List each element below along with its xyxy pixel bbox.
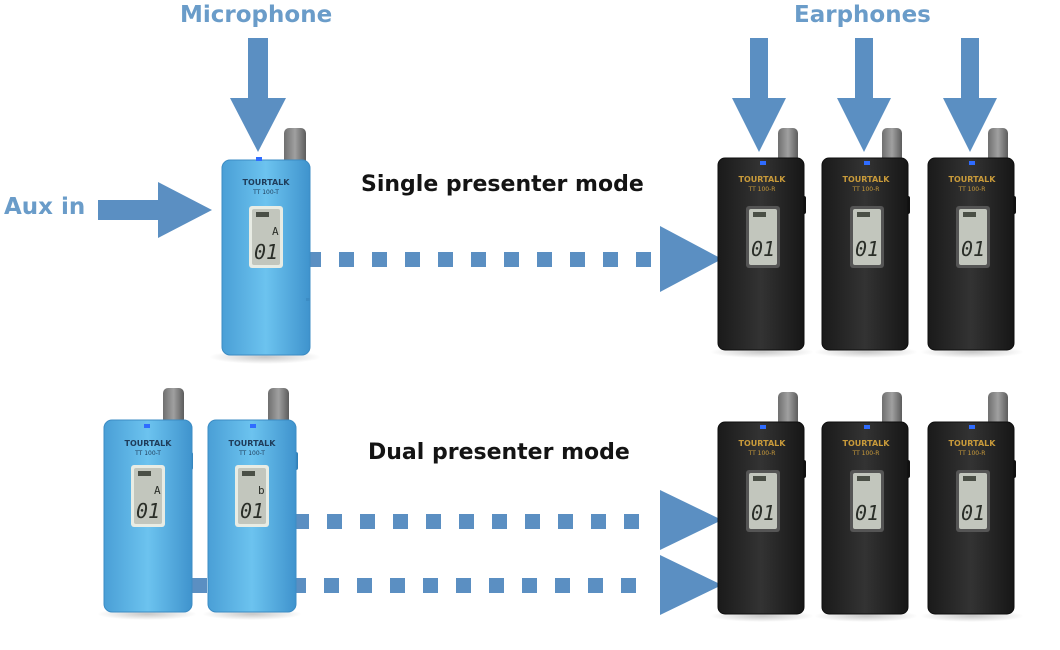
earphones-label: Earphones [794, 2, 931, 28]
device-model: TT 100-R [852, 450, 880, 457]
receiver-single-2: TOURTALK TT 100-R 01 [814, 128, 918, 358]
aux-in-arrow [98, 182, 212, 238]
lcd-channel: 01 [855, 237, 879, 261]
device-brand: TOURTALK [739, 439, 787, 448]
battery-icon [963, 476, 976, 481]
device-model: TT 100-R [958, 186, 986, 193]
device-antenna [163, 388, 184, 424]
transmitter-dual-b: TOURTALK TT 100-T b 01 [202, 388, 302, 620]
lcd-letter: b [258, 484, 265, 497]
battery-icon [857, 476, 870, 481]
lcd-channel: 01 [961, 237, 985, 261]
device-antenna [778, 128, 798, 166]
receiver-dual-3: TOURTALK TT 100-R 01 [920, 392, 1024, 622]
device-model: TT 100-T [252, 189, 279, 196]
status-led [256, 157, 262, 161]
device-antenna [882, 128, 902, 166]
status-led [969, 161, 975, 165]
battery-icon [256, 212, 269, 217]
transmitter-single: TOURTALK TT 100-T A 01 [209, 128, 321, 364]
lcd-channel: 01 [751, 501, 775, 525]
lcd-channel: 01 [254, 240, 278, 264]
device-brand: TOURTALK [843, 175, 891, 184]
lcd-screen [252, 209, 280, 265]
status-led [969, 425, 975, 429]
lcd-channel: 01 [855, 501, 879, 525]
lcd-screen [959, 209, 987, 265]
battery-icon [753, 212, 766, 217]
battery-icon [242, 471, 255, 476]
lcd-channel: 01 [961, 501, 985, 525]
lcd-screen [749, 473, 777, 529]
battery-icon [753, 476, 766, 481]
status-led [760, 161, 766, 165]
earphones-arrow-2 [837, 38, 891, 152]
device-notch [306, 298, 310, 301]
signal-arrow-dual-upper [294, 490, 722, 550]
device-brand: TOURTALK [739, 175, 787, 184]
aux-in-label: Aux in [4, 194, 86, 220]
device-brand: TOURTALK [243, 178, 291, 187]
single-presenter-mode-label: Single presenter mode [361, 172, 644, 197]
device-model: TT 100-T [238, 450, 265, 457]
device-model: TT 100-R [958, 450, 986, 457]
lcd-channel: 01 [240, 499, 264, 523]
status-led [144, 424, 150, 428]
device-brand: TOURTALK [843, 439, 891, 448]
receiver-single-3: TOURTALK TT 100-R 01 [920, 128, 1024, 358]
receiver-dual-2: TOURTALK TT 100-R 01 [814, 392, 918, 622]
earphones-arrow-1 [732, 38, 786, 152]
device-brand: TOURTALK [949, 175, 997, 184]
device-antenna [882, 392, 902, 430]
receiver-dual-1: TOURTALK TT 100-R 01 [710, 392, 814, 622]
lcd-screen [853, 209, 881, 265]
device-model: TT 100-R [852, 186, 880, 193]
status-led [864, 161, 870, 165]
battery-icon [138, 471, 151, 476]
device-model: TT 100-R [748, 450, 776, 457]
status-led [864, 425, 870, 429]
lcd-letter: A [272, 225, 279, 238]
dual-presenter-mode-label: Dual presenter mode [368, 440, 630, 465]
device-antenna [988, 392, 1008, 430]
lcd-screen [238, 468, 266, 524]
device-antenna [988, 128, 1008, 166]
microphone-label: Microphone [180, 2, 333, 28]
lcd-channel: 01 [751, 237, 775, 261]
status-led [760, 425, 766, 429]
lcd-channel: 01 [136, 499, 160, 523]
lcd-screen [959, 473, 987, 529]
device-antenna [284, 128, 306, 168]
battery-icon [963, 212, 976, 217]
transmitter-dual-a: TOURTALK TT 100-T A 01 [97, 388, 197, 620]
device-brand: TOURTALK [229, 439, 277, 448]
device-antenna [778, 392, 798, 430]
earphones-arrow-3 [943, 38, 997, 152]
device-brand: TOURTALK [125, 439, 173, 448]
lcd-screen [853, 473, 881, 529]
receiver-single-1: TOURTALK TT 100-R 01 [710, 128, 814, 358]
microphone-arrow [230, 38, 286, 152]
signal-arrow-single [306, 226, 722, 292]
device-brand: TOURTALK [949, 439, 997, 448]
lcd-screen [749, 209, 777, 265]
lcd-screen [134, 468, 162, 524]
device-model: TT 100-R [748, 186, 776, 193]
lcd-letter: A [154, 484, 161, 497]
device-antenna [268, 388, 289, 424]
status-led [250, 424, 256, 428]
battery-icon [857, 212, 870, 217]
device-model: TT 100-T [134, 450, 161, 457]
